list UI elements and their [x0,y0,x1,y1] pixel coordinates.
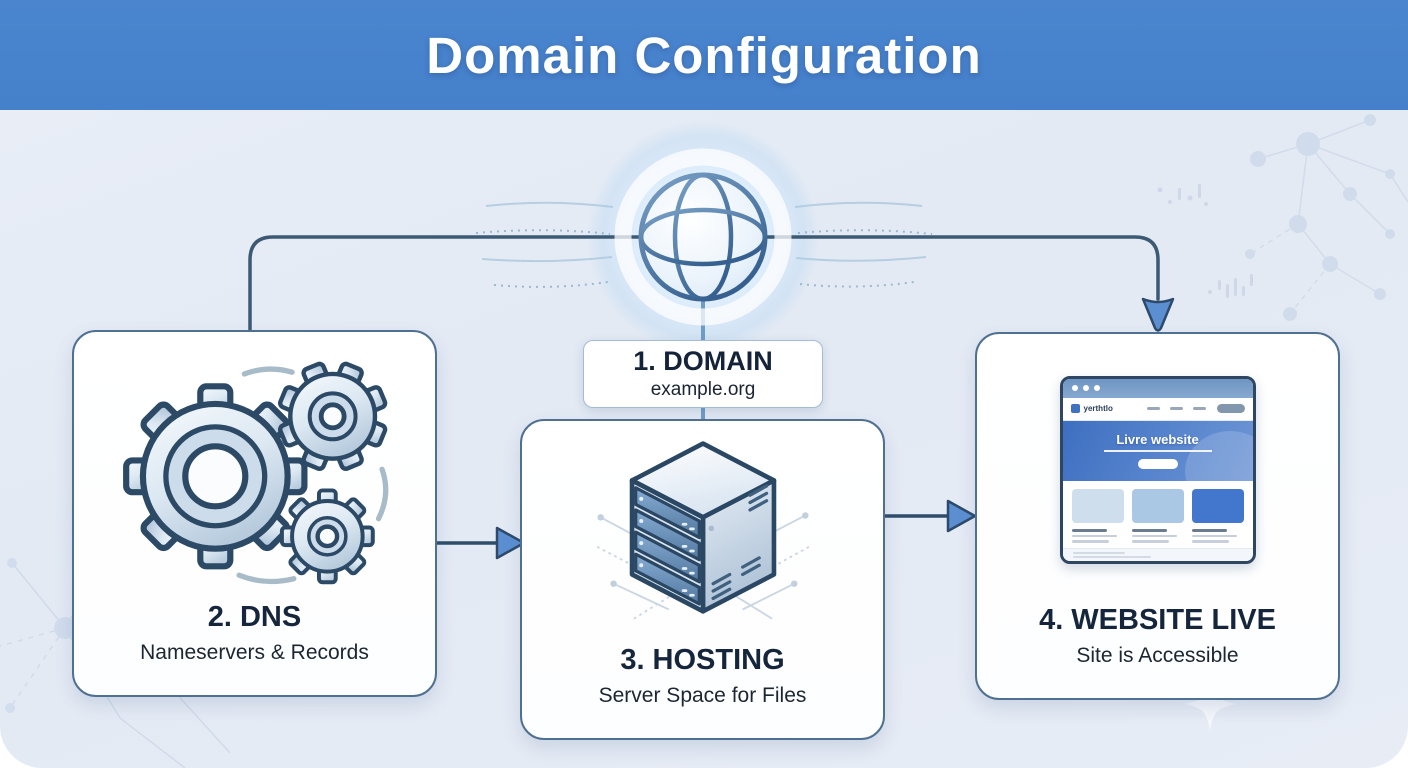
hero-button-placeholder [1137,459,1178,470]
hosting-step-title: 3. HOSTING [620,644,785,677]
hero-section: Livre website [1062,420,1253,481]
nav-button-placeholder [1216,404,1245,414]
domain-label-box: 1. DOMAIN example.org [583,340,823,408]
dns-step-title: 2. DNS [207,601,302,634]
site-logo-text: yerthtlo [1083,404,1113,414]
window-dot [1071,385,1078,392]
page-title: Domain Configuration [426,26,982,84]
hosting-step-subtitle: Server Space for Files [598,684,807,707]
network-decoration-top-right [1157,114,1408,321]
content-card [1131,488,1184,543]
browser-titlebar [1062,378,1253,398]
header-banner: Domain Configuration [0,0,1408,110]
website-step-subtitle: Site is Accessible [1076,644,1239,667]
globe-icon [614,148,792,326]
hero-underline [1103,450,1212,453]
nav-link-placeholder [1146,407,1160,411]
window-dot [1093,385,1100,392]
browser-footer [1062,547,1253,561]
domain-step-title: 1. DOMAIN [633,346,773,377]
nav-link-placeholder [1192,407,1206,411]
card-dns: 2. DNS Nameservers & Records [72,330,437,697]
browser-window-icon: yerthtlo Livre website [1059,375,1256,564]
dns-step-subtitle: Nameservers & Records [140,641,369,664]
server-icon [596,441,809,620]
card-hosting: 3. HOSTING Server Space for Files [520,419,885,740]
content-card [1191,488,1244,543]
domain-step-subtitle: example.org [650,378,756,400]
nav-link-placeholder [1169,407,1183,411]
content-card [1071,488,1124,543]
gears-icon [122,361,388,584]
window-dot [1082,385,1089,392]
card-website: yerthtlo Livre website [975,332,1340,700]
hero-title: Livre website [1116,432,1199,448]
browser-navbar: yerthtlo [1062,397,1253,421]
website-step-title: 4. WEBSITE LIVE [1039,604,1276,637]
content-cards-row [1062,480,1253,548]
site-logo-icon [1070,404,1080,414]
